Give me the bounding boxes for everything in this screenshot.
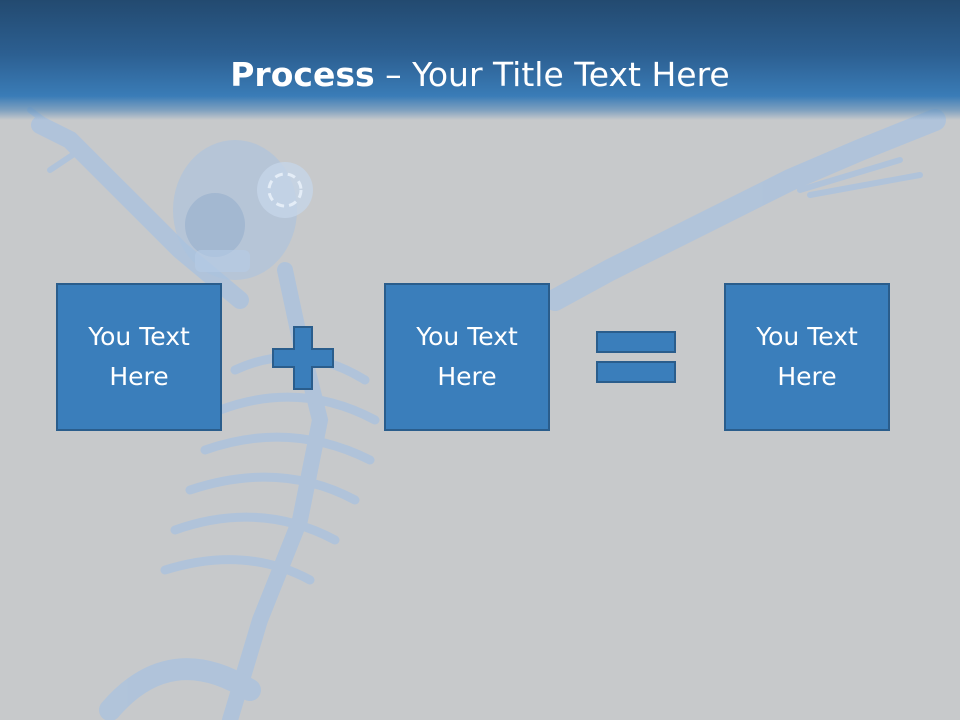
process-box-2-text: You Text Here [416,322,518,391]
process-box-3-text: You Text Here [756,322,858,391]
process-box-3[interactable]: You Text Here [724,283,890,431]
title-bar [0,0,960,120]
process-box-1[interactable]: You Text Here [56,283,222,431]
slide-title: Process – Your Title Text Here [0,52,960,98]
process-box-2[interactable]: You Text Here [384,283,550,431]
plus-icon [272,326,334,390]
equals-icon [596,331,676,383]
title-bold: Process [230,55,375,94]
process-box-1-text: You Text Here [88,322,190,391]
title-subtitle: – Your Title Text Here [374,55,730,94]
